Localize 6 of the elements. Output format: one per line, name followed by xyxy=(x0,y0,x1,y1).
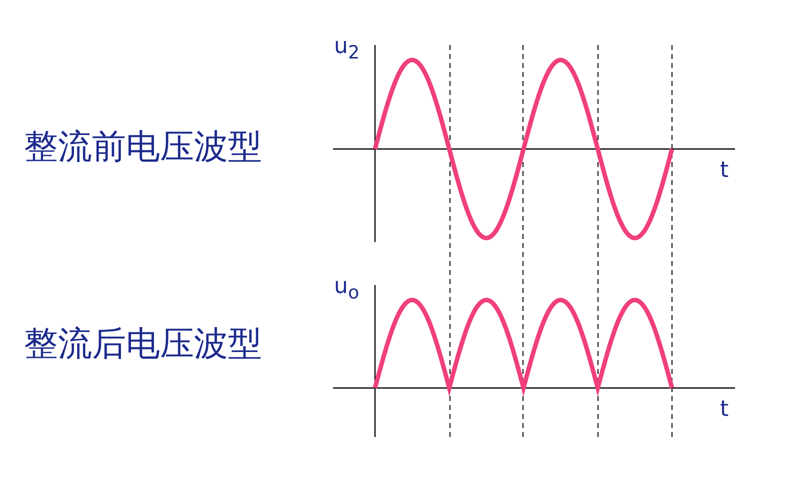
axis-label: t xyxy=(720,399,729,421)
axis-label: t xyxy=(720,160,729,182)
axis-label: u$_{2}$ xyxy=(334,36,360,63)
axis-label: u$_{o}$ xyxy=(334,276,360,303)
waveform-title: 整流后电压波型 xyxy=(24,327,262,361)
waveform-title: 整流前电压波型 xyxy=(24,130,262,164)
